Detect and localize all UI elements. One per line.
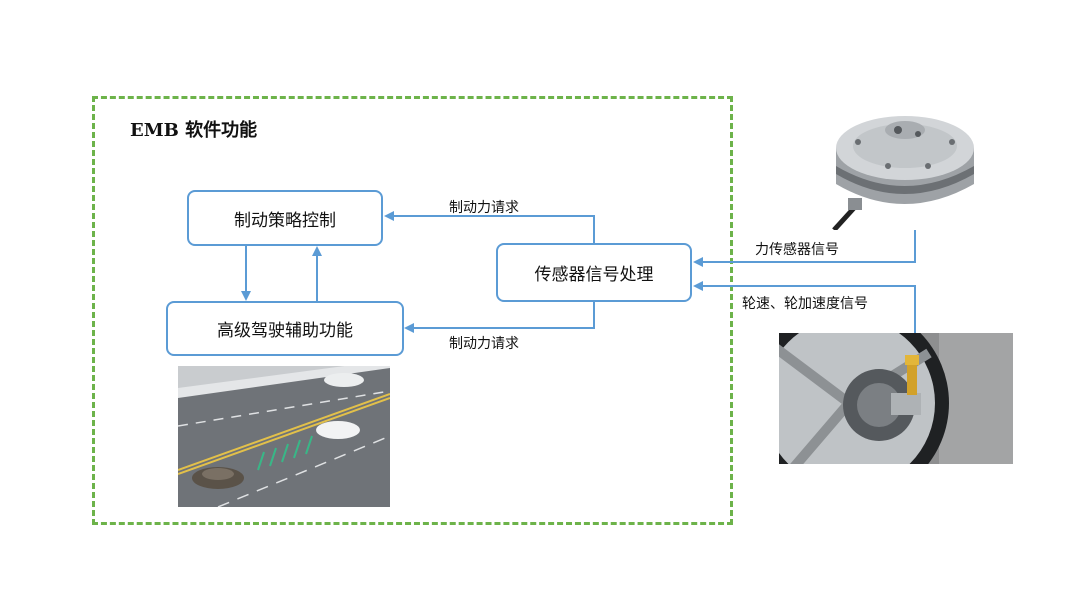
node-sensor-processing-label: 传感器信号处理 <box>534 265 654 285</box>
wheel-sensor-image <box>779 333 1013 464</box>
force-sensor-drawing <box>828 96 978 230</box>
group-title: EMB 软件功能 <box>130 120 258 141</box>
emb-software-group <box>92 96 733 525</box>
node-sensor-processing: 传感器信号处理 <box>496 243 692 302</box>
wheel-sensor-drawing <box>779 333 1013 464</box>
adas-scene-drawing <box>178 366 390 507</box>
node-adas-label: 高级驾驶辅助功能 <box>217 321 353 341</box>
edge-label-wheel-signal: 轮速、轮加速度信号 <box>742 296 868 312</box>
edge-label-to-adas: 制动力请求 <box>449 336 519 352</box>
arrow-wheel-signal <box>693 281 916 336</box>
node-brake-strategy-label: 制动策略控制 <box>234 210 336 231</box>
edge-label-force-signal: 力传感器信号 <box>755 242 839 258</box>
arrow-force-signal <box>693 216 916 267</box>
arrow-sensor-to-strategy <box>384 211 595 243</box>
force-sensor-image <box>828 96 978 230</box>
node-brake-strategy: 制动策略控制 <box>187 190 383 246</box>
adas-scene-image <box>178 366 390 507</box>
edge-label-to-strategy: 制动力请求 <box>449 200 519 216</box>
arrow-sensor-to-adas <box>404 302 595 333</box>
node-adas: 高级驾驶辅助功能 <box>166 301 404 356</box>
